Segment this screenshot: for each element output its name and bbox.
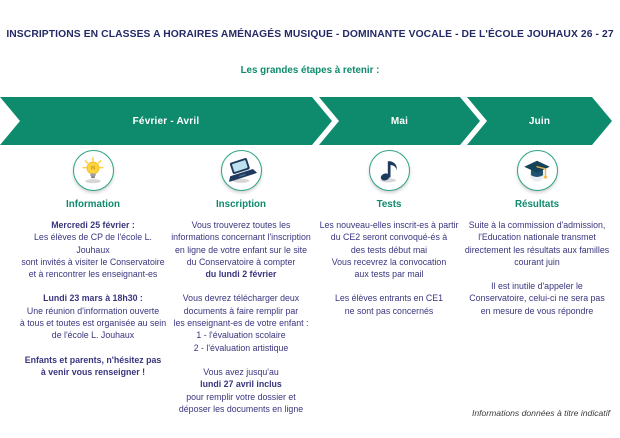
column-resultats: Résultats Suite à la commission d'admiss… xyxy=(463,150,611,427)
page-subtitle: Les grandes étapes à retenir : xyxy=(240,65,380,76)
graduation-cap-icon xyxy=(516,150,558,191)
column-text-resultats: Suite à la commission d'admission, l'Edu… xyxy=(463,219,611,329)
column-label-information: Information xyxy=(66,199,120,210)
paragraph: Suite à la commission d'admission, l'Edu… xyxy=(464,220,610,267)
paragraph: Mercredi 25 février : Les élèves de CP d… xyxy=(21,220,165,280)
footer-disclaimer: Informations données à titre indicatif xyxy=(471,408,610,418)
timeline-segment-label: Juin xyxy=(528,115,551,127)
paragraph: Vous devrez télécharger deux documents à… xyxy=(173,293,309,353)
paragraph: Lundi 23 mars à 18h30 : Une réunion d'in… xyxy=(19,293,167,341)
timeline-segment-juin: Juin xyxy=(467,97,612,145)
column-information: Information Mercredi 25 février : Les él… xyxy=(19,150,167,427)
page-title: INSCRIPTIONS EN CLASSES A HORAIRES AMÉNA… xyxy=(6,29,614,40)
laptop-icon xyxy=(220,150,262,191)
column-label-resultats: Résultats xyxy=(514,199,560,210)
paragraph: Vous avez jusqu'au lundi 27 avril inclus… xyxy=(178,366,304,414)
column-label-tests: Tests xyxy=(376,199,402,210)
timeline-segment-label: Mai xyxy=(390,115,409,127)
column-label-inscription: Inscription xyxy=(215,199,267,210)
lightbulb-icon xyxy=(72,150,114,191)
paragraph: Les élèves entrants en CE1 ne sont pas c… xyxy=(334,293,444,316)
paragraph: Enfants et parents, n'hésitez pas à veni… xyxy=(24,354,162,377)
column-text-inscription: Vous trouverez toutes les informations c… xyxy=(167,219,315,427)
steps-columns: Information Mercredi 25 février : Les él… xyxy=(19,150,611,427)
timeline-banner: Février - Avril Mai Juin xyxy=(0,97,620,145)
paragraph: Vous trouverez toutes les informations c… xyxy=(171,220,311,280)
column-text-information: Mercredi 25 février : Les élèves de CP d… xyxy=(19,219,167,390)
paragraph: Les nouveau-elles inscrit-es à partir du… xyxy=(319,220,459,280)
timeline-segment-mai: Mai xyxy=(319,97,480,145)
music-note-icon xyxy=(368,150,410,191)
paragraph: Il est inutile d'appeler le Conservatoir… xyxy=(469,281,605,316)
column-text-tests: Les nouveau-elles inscrit-es à partir du… xyxy=(315,219,463,329)
timeline-segment-fevrier-avril: Février - Avril xyxy=(0,97,332,145)
timeline-segment-label: Février - Avril xyxy=(132,115,200,127)
column-tests: Tests Les nouveau-elles inscrit-es à par… xyxy=(315,150,463,427)
column-inscription: Inscription Vous trouverez toutes les in… xyxy=(167,150,315,427)
